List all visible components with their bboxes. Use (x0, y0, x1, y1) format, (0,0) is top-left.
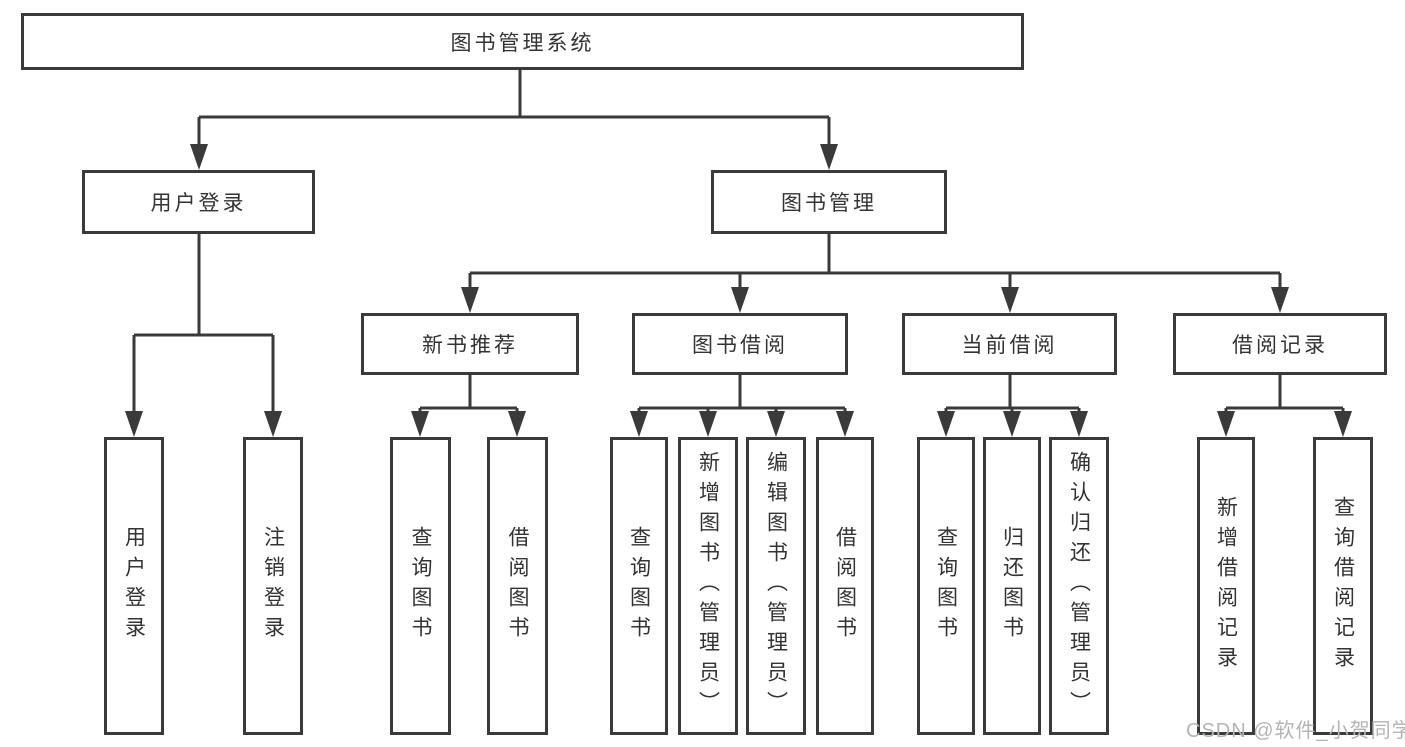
node-leaf-borrow-books-2-label: 借阅图书 (833, 526, 857, 646)
node-leaf-edit-books-admin: 编辑图书（管理员） (746, 437, 806, 735)
node-root-label: 图书管理系统 (450, 31, 595, 55)
arrow-icon (731, 287, 749, 313)
node-leaf-query-borrow-record: 查询借阅记录 (1313, 437, 1373, 735)
node-leaf-query-books-3: 查询图书 (917, 437, 975, 735)
arrow-icon (411, 411, 429, 437)
node-leaf-borrow-books-1: 借阅图书 (487, 437, 548, 735)
arrow-icon (836, 411, 854, 437)
arrow-icon (1070, 411, 1088, 437)
node-leaf-query-books-3-label: 查询图书 (934, 526, 958, 646)
node-leaf-logout: 注销登录 (243, 437, 303, 735)
arrow-icon (190, 144, 208, 170)
node-leaf-query-borrow-record-label: 查询借阅记录 (1331, 496, 1355, 676)
node-leaf-add-borrow-record: 新增借阅记录 (1197, 437, 1255, 735)
node-book-borrow-label: 图书借阅 (692, 334, 788, 357)
node-leaf-user-login-label: 用户登录 (122, 526, 146, 646)
node-leaf-add-books-admin: 新增图书（管理员） (678, 437, 738, 735)
node-leaf-query-books-2: 查询图书 (610, 437, 668, 735)
arrow-icon (1271, 287, 1289, 313)
arrow-icon (699, 411, 717, 437)
arrow-icon (1001, 287, 1019, 313)
node-book-management-label: 图书管理 (781, 192, 877, 215)
node-book-borrow: 图书借阅 (632, 313, 848, 375)
node-current-borrow-label: 当前借阅 (961, 334, 1058, 357)
arrow-icon (461, 287, 479, 313)
node-leaf-user-login: 用户登录 (104, 437, 164, 735)
node-leaf-query-books-1-label: 查询图书 (409, 526, 432, 646)
arrow-icon (125, 411, 143, 437)
node-leaf-edit-books-admin-label: 编辑图书（管理员） (764, 451, 788, 721)
node-user-login: 用户登录 (82, 170, 315, 234)
node-leaf-confirm-return-admin-label: 确认归还（管理员） (1067, 451, 1091, 721)
node-leaf-confirm-return-admin: 确认归还（管理员） (1049, 437, 1109, 735)
arrow-icon (1003, 411, 1021, 437)
node-leaf-query-books-1: 查询图书 (390, 437, 451, 735)
arrow-icon (1334, 411, 1352, 437)
node-user-login-label: 用户登录 (150, 192, 247, 215)
node-borrow-records: 借阅记录 (1173, 313, 1387, 375)
arrow-icon (767, 411, 785, 437)
arrowheads (125, 144, 1352, 437)
arrow-icon (1217, 411, 1235, 437)
arrow-icon (937, 411, 955, 437)
node-leaf-borrow-books-1-label: 借阅图书 (506, 526, 529, 646)
node-new-book-recommend: 新书推荐 (361, 313, 579, 375)
node-leaf-add-books-admin-label: 新增图书（管理员） (696, 451, 720, 721)
arrow-icon (820, 144, 838, 170)
node-book-management: 图书管理 (711, 170, 947, 234)
node-leaf-add-borrow-record-label: 新增借阅记录 (1214, 496, 1238, 676)
node-leaf-return-books: 归还图书 (983, 437, 1041, 735)
node-leaf-borrow-books-2: 借阅图书 (816, 437, 874, 735)
node-current-borrow: 当前借阅 (902, 313, 1117, 375)
arrow-icon (508, 411, 526, 437)
node-root: 图书管理系统 (21, 13, 1024, 70)
node-leaf-logout-label: 注销登录 (261, 526, 285, 646)
node-leaf-return-books-label: 归还图书 (1000, 526, 1024, 646)
node-borrow-records-label: 借阅记录 (1232, 334, 1328, 357)
arrow-icon (630, 411, 648, 437)
arrow-icon (264, 411, 282, 437)
watermark: CSDN @软件_小贺同学 (1186, 720, 1405, 742)
node-leaf-query-books-2-label: 查询图书 (627, 526, 651, 646)
node-new-book-recommend-label: 新书推荐 (422, 334, 518, 357)
